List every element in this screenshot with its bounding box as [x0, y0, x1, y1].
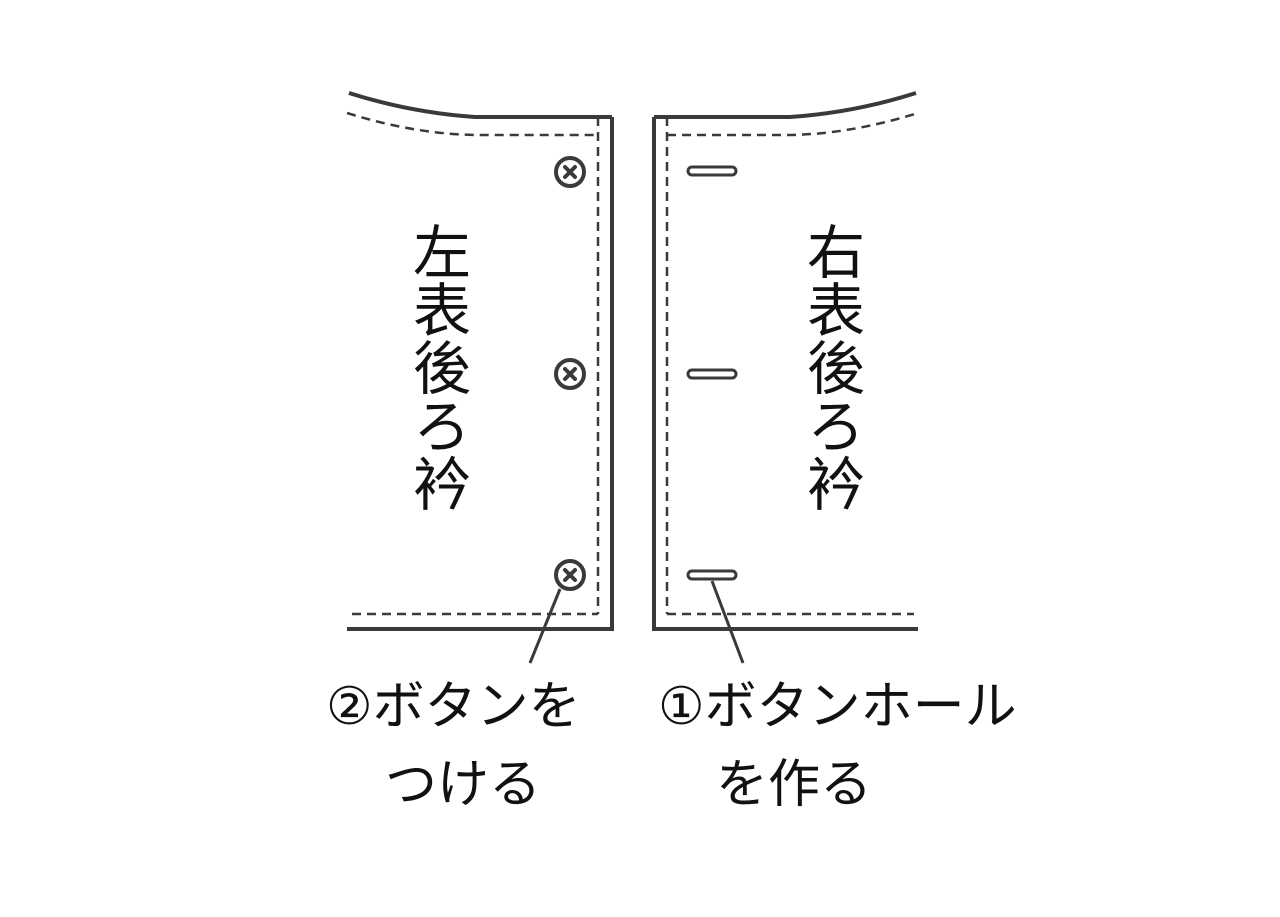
right-stitch-line: [667, 111, 919, 137]
sewn-button-icon: [554, 156, 586, 188]
buttonhole-leader-line: [710, 580, 745, 664]
right-piece-label: 右表後ろ衿: [797, 222, 865, 512]
step1-line1: ①ボタンホール: [658, 677, 1017, 737]
right-collar-piece: 右表後ろ衿: [652, 91, 919, 631]
left-collar-piece: 左表後ろ衿: [346, 91, 614, 631]
buttonhole-icon: [686, 569, 738, 581]
sewn-button-icon: [554, 559, 586, 591]
step1-callout: ①ボタンホール を作る: [658, 677, 1017, 815]
buttonhole-icon: [686, 368, 738, 380]
left-piece-label: 左表後ろ衿: [403, 222, 471, 512]
buttonhole-icon: [686, 165, 738, 177]
step2-line1: ②ボタンを: [326, 677, 581, 737]
sewn-button-icon: [554, 358, 586, 390]
right-neckline-edge: [654, 91, 917, 119]
button-leader-line: [528, 588, 562, 664]
step1-line2: を作る: [716, 755, 872, 815]
left-neckline-edge: [348, 91, 612, 119]
step2-callout: ②ボタンを つける: [326, 677, 581, 815]
left-stitch-line: [346, 111, 597, 137]
step2-line2: つける: [385, 755, 541, 815]
